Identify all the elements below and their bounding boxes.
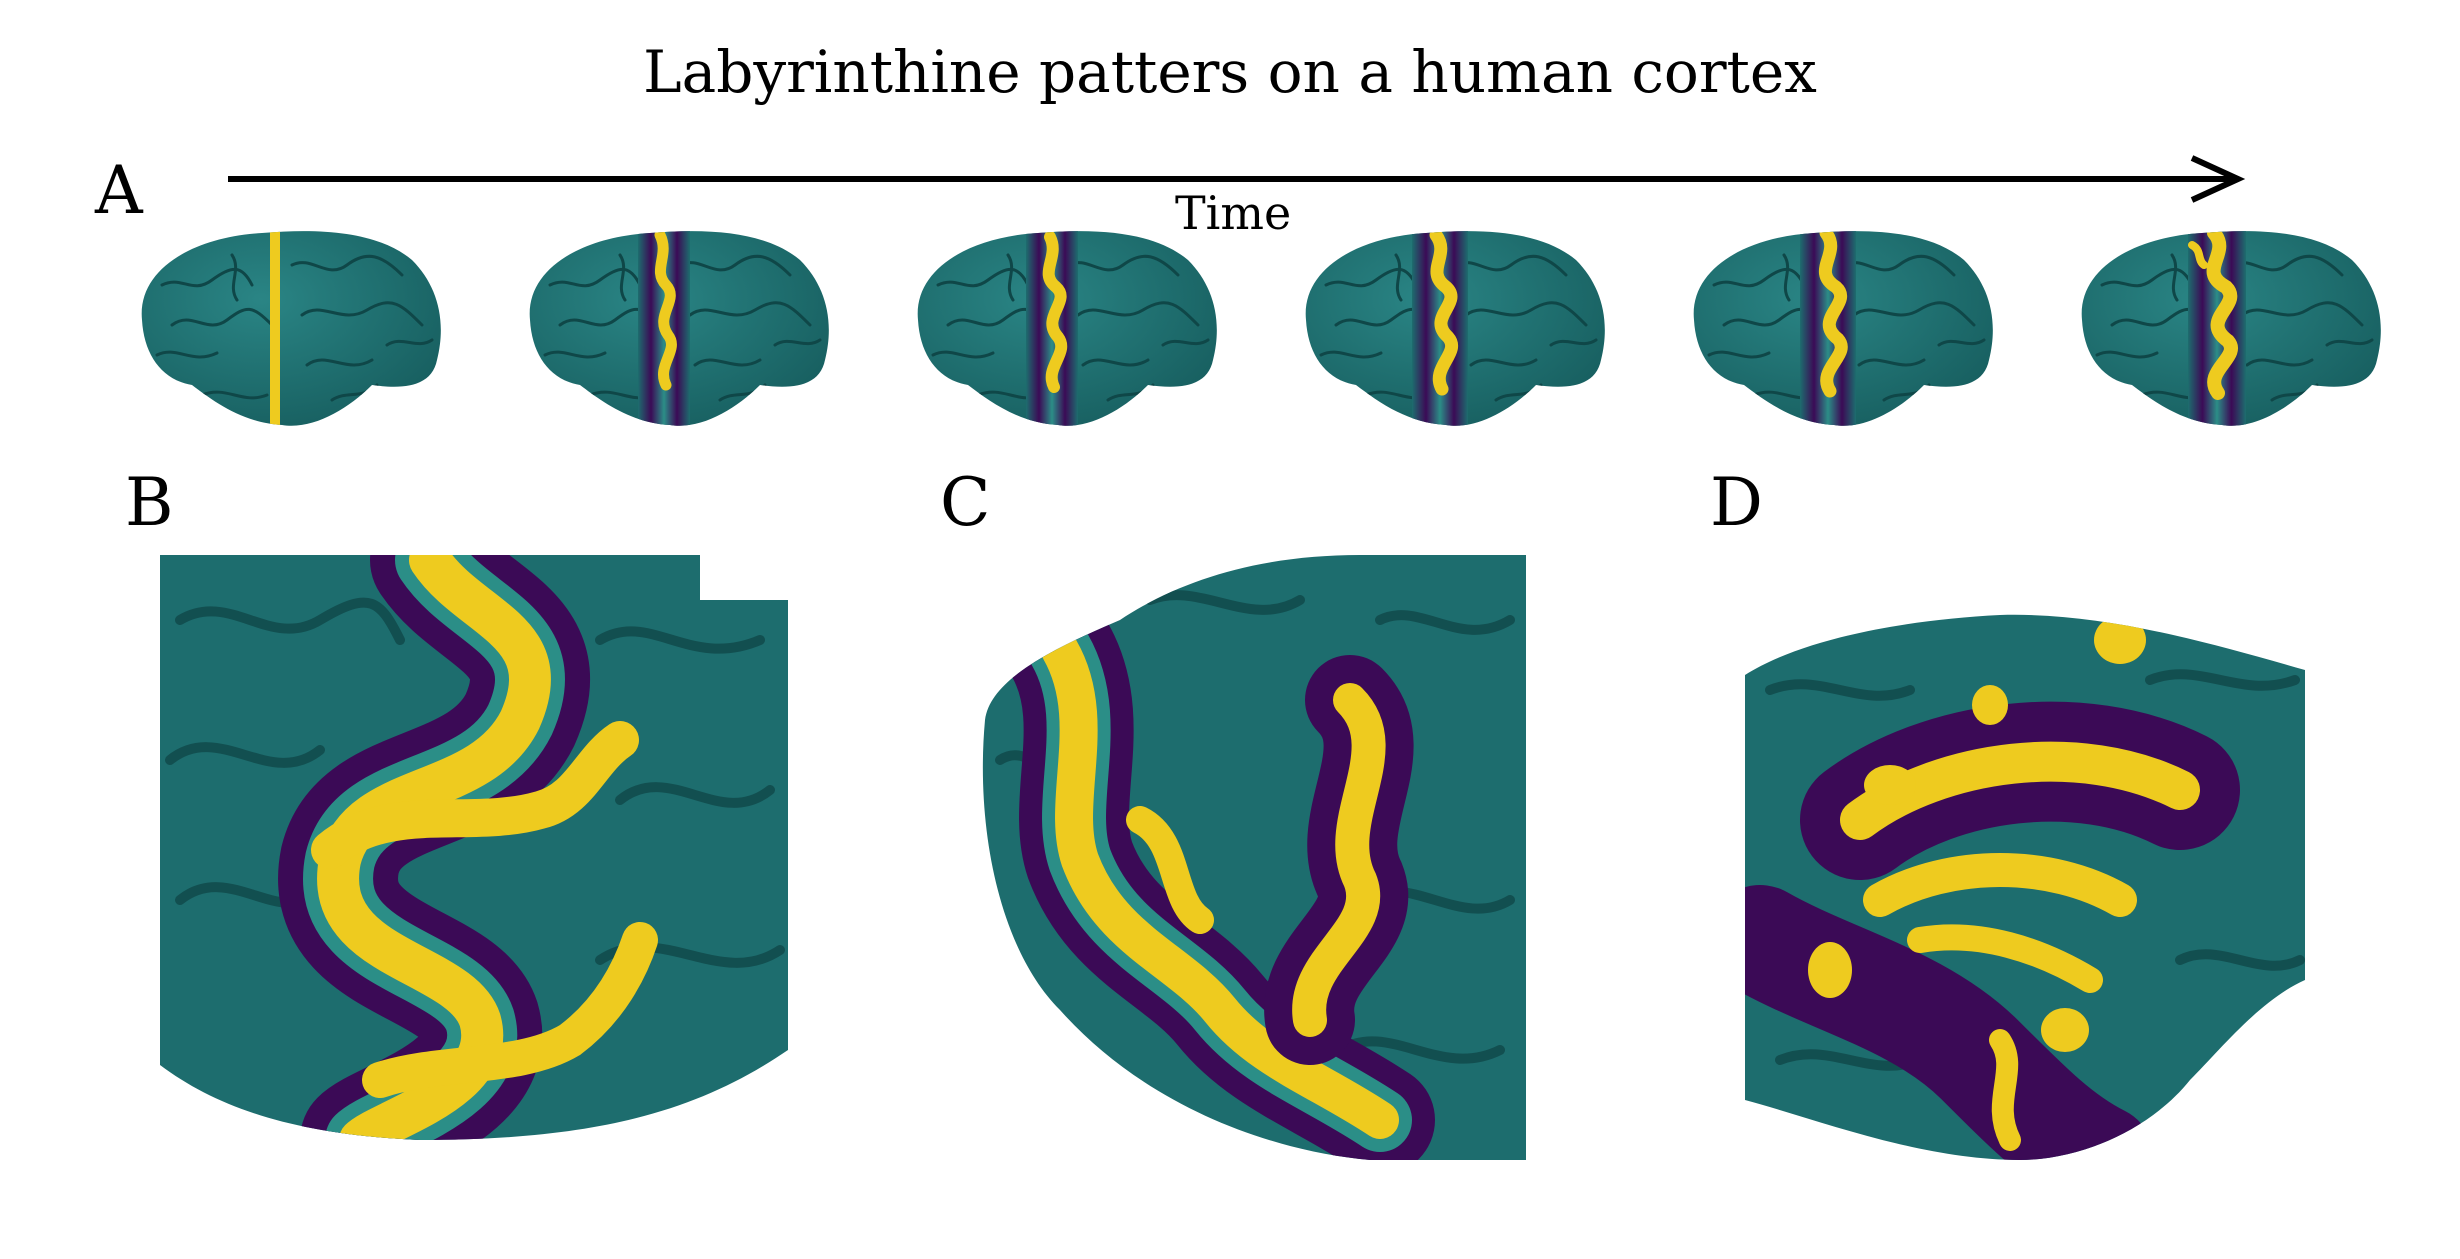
figure-title: Labyrinthine patters on a human cortex: [643, 38, 1817, 106]
time-arrow-head: [2190, 155, 2246, 203]
panel-label-a: A: [95, 152, 143, 229]
cortex-closeup-b: [160, 555, 788, 1140]
cortex-closeup-d: [1745, 614, 2305, 1160]
panel-label-c: C: [940, 464, 991, 541]
cortex-snapshot-5: [1694, 225, 1993, 430]
time-axis-label: Time: [1175, 186, 1292, 240]
cortex-snapshot-1: [142, 225, 441, 430]
cortex-snapshot-4: [1306, 225, 1605, 430]
cortex-snapshot-6: [2082, 225, 2381, 430]
panel-label-b: B: [125, 464, 174, 541]
cortex-snapshot-3: [918, 225, 1217, 430]
cortex-snapshot-2: [530, 225, 829, 430]
panel-label-d: D: [1710, 464, 1763, 541]
cortex-closeup-c: [982, 555, 1526, 1160]
